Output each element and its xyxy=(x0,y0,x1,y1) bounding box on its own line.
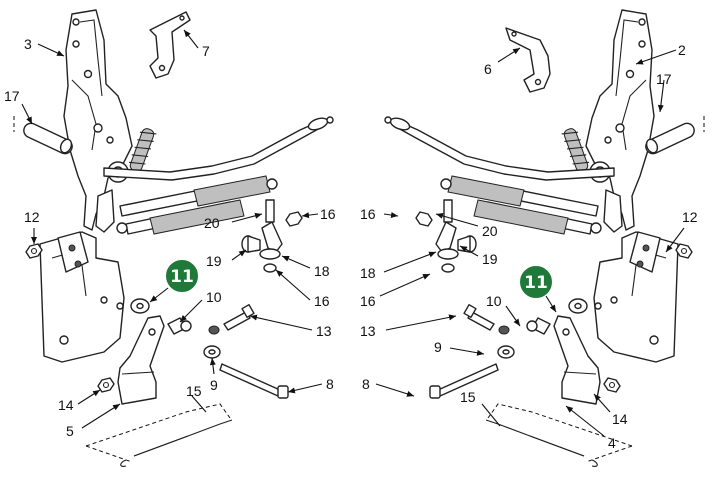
callout-label: 17 xyxy=(656,71,672,87)
callout-label: 14 xyxy=(612,411,628,427)
bracket-part-7 xyxy=(149,11,191,79)
callout-labels: 3 7 17 12 20 16 19 18 16 10 13 9 8 14 5 … xyxy=(4,36,698,451)
left-assembly xyxy=(13,9,334,467)
callout-label: 16 xyxy=(320,206,336,222)
callout-label: 8 xyxy=(326,376,334,392)
callout-label: 18 xyxy=(360,265,376,281)
callout-label: 16 xyxy=(360,206,376,222)
callout-label: 15 xyxy=(186,383,202,399)
callout-label: 3 xyxy=(24,36,32,52)
badge-right: 11 xyxy=(518,264,554,300)
callout-label: 18 xyxy=(314,263,330,279)
right-assembly xyxy=(384,9,705,467)
callout-label: 16 xyxy=(314,293,330,309)
callout-label: 12 xyxy=(24,209,40,225)
callout-label: 14 xyxy=(58,397,74,413)
callout-label: 9 xyxy=(434,339,442,355)
callout-label: 10 xyxy=(206,289,222,305)
callout-label: 15 xyxy=(460,389,476,405)
callout-label: 7 xyxy=(202,43,210,59)
callout-label: 20 xyxy=(204,215,220,231)
callout-label: 9 xyxy=(210,377,218,393)
leader-lines xyxy=(21,29,685,437)
callout-label: 17 xyxy=(4,88,20,104)
callout-label: 10 xyxy=(486,293,502,309)
callout-label: 19 xyxy=(482,251,498,267)
badge-left: 11 xyxy=(164,258,200,294)
callout-label: 12 xyxy=(682,209,698,225)
badge-label: 11 xyxy=(524,273,548,293)
callout-label: 8 xyxy=(362,376,370,392)
bracket-part-6 xyxy=(505,27,551,93)
left-lever-arm xyxy=(117,315,165,405)
callout-label: 5 xyxy=(66,423,74,439)
callout-label: 20 xyxy=(482,223,498,239)
callout-label: 4 xyxy=(608,435,616,451)
badge-label: 11 xyxy=(170,267,194,287)
callout-label: 19 xyxy=(206,253,222,269)
callout-label: 13 xyxy=(316,323,332,339)
callout-label: 13 xyxy=(360,323,376,339)
left-side-plate xyxy=(39,231,125,363)
left-gas-cylinders xyxy=(116,175,278,235)
left-spring xyxy=(120,419,233,467)
callout-label: 2 xyxy=(678,42,686,58)
callout-label: 6 xyxy=(484,61,492,77)
callout-label: 16 xyxy=(360,293,376,309)
